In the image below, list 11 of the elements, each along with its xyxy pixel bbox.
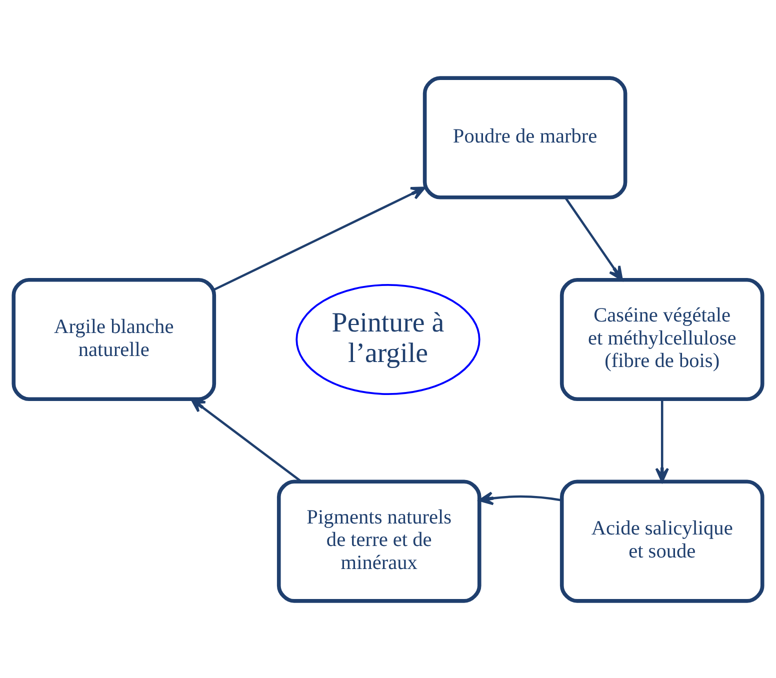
- node-box: Pigments naturels de terre et de minéraux: [276, 479, 482, 602]
- node-box: Caséine végétale et méthylcellulose (fibre de bois): [560, 277, 764, 401]
- node-box: Acide salicylique et soude: [560, 479, 764, 602]
- arrow: [564, 196, 623, 280]
- node-box: Argile blanche naturelle: [12, 277, 216, 401]
- arrow: [190, 398, 302, 482]
- node-box: Poudre de marbre: [422, 76, 628, 199]
- arrow: [214, 186, 426, 290]
- arrow: [478, 491, 562, 505]
- arrow: [655, 398, 669, 482]
- node-ellipse: Peinture à l’argile: [296, 283, 480, 395]
